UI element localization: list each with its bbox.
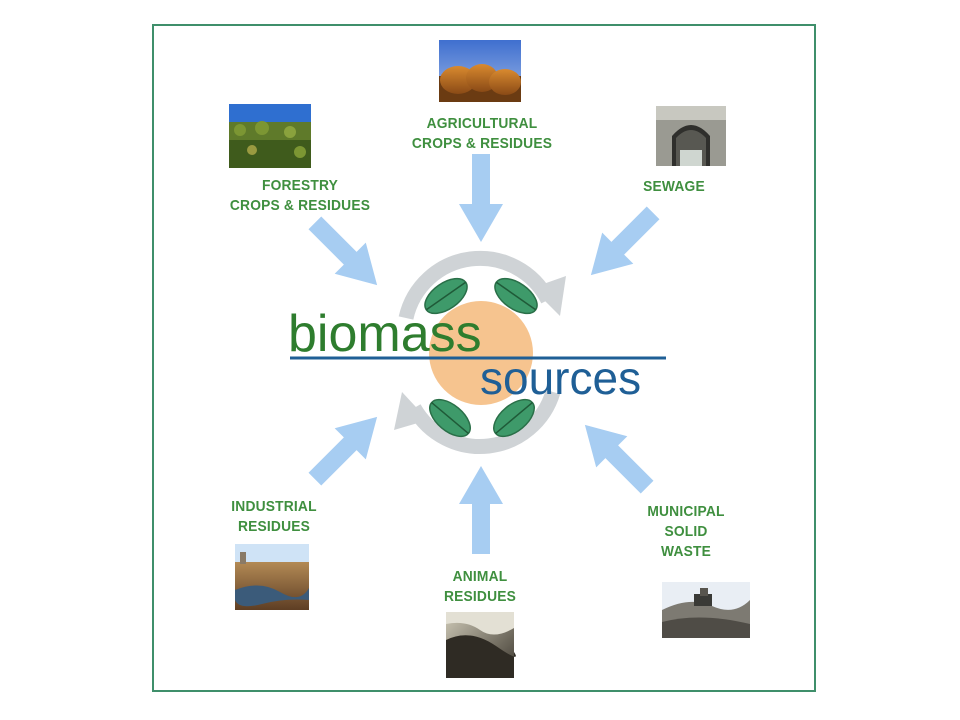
leaf-icon (493, 398, 535, 438)
forest-photo (229, 104, 311, 168)
arrow-from-agricultural (459, 154, 503, 242)
arrow-from-animal (459, 466, 503, 554)
hay-bales-photo (439, 40, 521, 102)
label-sewage: SEWAGE (643, 178, 705, 195)
arrow-from-municipal (584, 424, 654, 494)
leaf-icon (494, 277, 538, 315)
arrow-from-sewage (590, 206, 660, 276)
landfill-photo (662, 582, 750, 638)
leaf-icons (424, 277, 538, 438)
title-biomass: biomass (288, 305, 482, 363)
leaf-icon (429, 398, 471, 438)
inward-arrows (308, 154, 660, 554)
center-circle (429, 301, 533, 405)
leaf-icon (424, 277, 468, 315)
title-sources: sources (480, 352, 641, 404)
manure-photo (446, 612, 516, 678)
arrow-from-industrial (308, 416, 378, 486)
industrial-site-photo (235, 544, 309, 610)
recycle-arrows (398, 250, 561, 454)
arrow-from-forestry (308, 216, 378, 286)
sewer-outlet-photo (656, 106, 726, 166)
